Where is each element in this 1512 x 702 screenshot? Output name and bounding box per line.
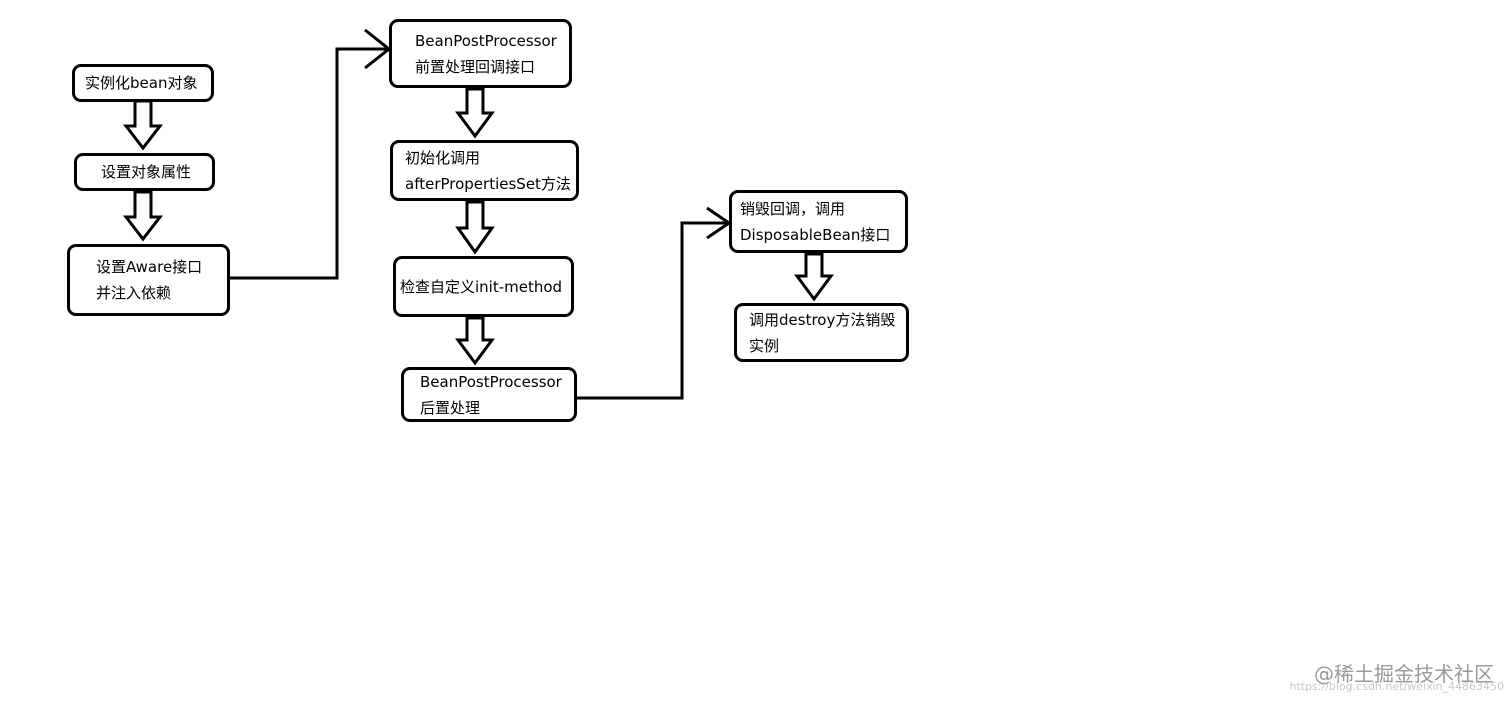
arrow-pre-process-to-after-properties-set [455, 87, 495, 139]
node-set-properties-text: 设置对象属性 [101, 163, 192, 181]
node-post-process: BeanPostProcessor 后置处理 [401, 367, 577, 422]
node-after-properties-set-line1: 初始化调用 [405, 148, 481, 167]
node-set-aware-line1: 设置Aware接口 [96, 258, 203, 276]
connector-aware-to-pre-process [229, 47, 387, 280]
connector-post-process-to-disposable [576, 221, 727, 400]
node-disposable-bean-line2: DisposableBean接口 [740, 225, 891, 244]
node-init-method-text: 检查自定义init-method [400, 277, 563, 296]
arrow-instantiate-to-set-properties [122, 99, 164, 151]
node-set-properties: 设置对象属性 [74, 153, 215, 191]
arrow-after-properties-set-to-init-method [455, 200, 495, 255]
node-after-properties-set-line2: afterPropertiesSet方法 [405, 174, 571, 193]
node-disposable-bean-line1: 销毁回调，调用 [740, 199, 846, 218]
watermark-url: https://blog.csdn.net/weixin_44863450 [1289, 680, 1504, 693]
watermark-text: @稀土掘金技术社区 [1314, 662, 1494, 686]
arrow-init-method-to-post-process [455, 316, 495, 366]
node-destroy: 调用destroy方法销毁 实例 [734, 303, 909, 362]
node-after-properties-set: 初始化调用 afterPropertiesSet方法 [390, 140, 579, 201]
node-disposable-bean: 销毁回调，调用 DisposableBean接口 [729, 190, 908, 253]
node-instantiate-bean: 实例化bean对象 [72, 64, 214, 102]
node-pre-process-line2: 前置处理回调接口 [415, 57, 536, 76]
arrow-disposable-to-destroy [794, 252, 834, 302]
node-post-process-line2: 后置处理 [420, 398, 481, 417]
node-post-process-line1: BeanPostProcessor [420, 372, 562, 391]
node-instantiate-bean-text: 实例化bean对象 [85, 74, 198, 92]
arrow-set-properties-to-aware [122, 190, 164, 242]
node-set-aware: 设置Aware接口 并注入依赖 [67, 244, 230, 316]
node-init-method: 检查自定义init-method [393, 256, 574, 317]
node-pre-process: BeanPostProcessor 前置处理回调接口 [389, 19, 572, 88]
node-destroy-line1: 调用destroy方法销毁 [749, 310, 896, 329]
node-destroy-line2: 实例 [749, 336, 780, 355]
node-set-aware-line2: 并注入依赖 [96, 284, 172, 302]
node-pre-process-line1: BeanPostProcessor [415, 31, 557, 50]
